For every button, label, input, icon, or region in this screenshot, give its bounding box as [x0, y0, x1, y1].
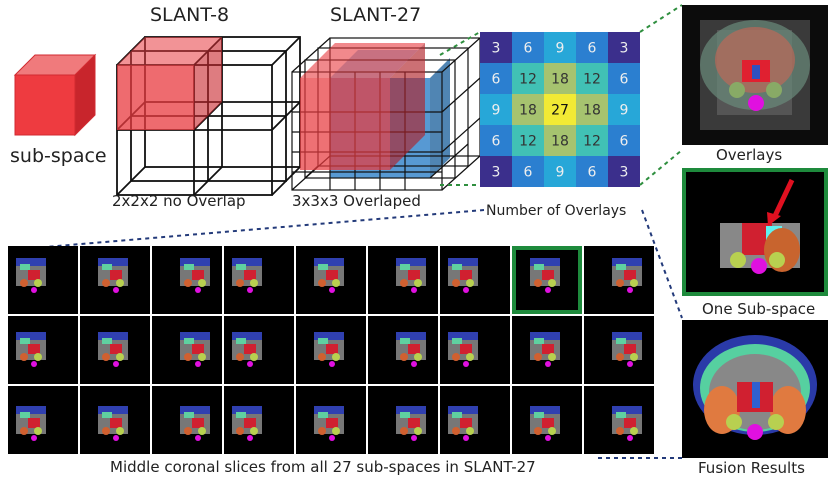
subspace-slice-thumbnail [224, 316, 294, 384]
subspace-slice-thumbnail [368, 316, 438, 384]
subspace-slice-thumbnail [296, 386, 366, 454]
subspace-slice-thumbnail [440, 316, 510, 384]
overlays-brain-image [682, 5, 828, 145]
overlays-panel [682, 5, 828, 145]
subspace-slice-thumbnail [368, 246, 438, 314]
subspace-slice-thumbnail [512, 386, 582, 454]
subspace-slice-thumbnail [512, 246, 582, 314]
subspace-slices-grid [8, 246, 655, 454]
one-subspace-panel [682, 168, 828, 296]
subspace-slice-thumbnail [224, 386, 294, 454]
subspace-slice-thumbnail [512, 316, 582, 384]
subspace-slice-thumbnail [296, 316, 366, 384]
subspace-slice-thumbnail [440, 246, 510, 314]
subspace-slice-thumbnail [152, 316, 222, 384]
subspace-slice-thumbnail [80, 386, 150, 454]
subspace-slice-thumbnail [8, 386, 78, 454]
subspace-slice-thumbnail [8, 246, 78, 314]
subspace-slice-thumbnail [224, 246, 294, 314]
overlays-label: Overlays [716, 146, 782, 164]
subspace-slice-thumbnail [584, 386, 654, 454]
fusion-label: Fusion Results [698, 459, 805, 477]
subspace-slice-thumbnail [152, 246, 222, 314]
fusion-panel [682, 320, 828, 458]
one-subspace-brain-image [682, 168, 828, 296]
subspace-slice-thumbnail [80, 316, 150, 384]
subspace-slice-thumbnail [440, 386, 510, 454]
subspace-slice-thumbnail [584, 246, 654, 314]
subspace-slice-thumbnail [368, 386, 438, 454]
one-subspace-label: One Sub-space [702, 300, 815, 318]
subspace-slice-thumbnail [8, 316, 78, 384]
subspace-slice-thumbnail [80, 246, 150, 314]
fusion-brain-image [682, 320, 828, 458]
subspace-slice-thumbnail [296, 246, 366, 314]
slices-caption: Middle coronal slices from all 27 sub-sp… [110, 458, 536, 476]
subspace-slice-thumbnail [152, 386, 222, 454]
subspace-slice-thumbnail [584, 316, 654, 384]
